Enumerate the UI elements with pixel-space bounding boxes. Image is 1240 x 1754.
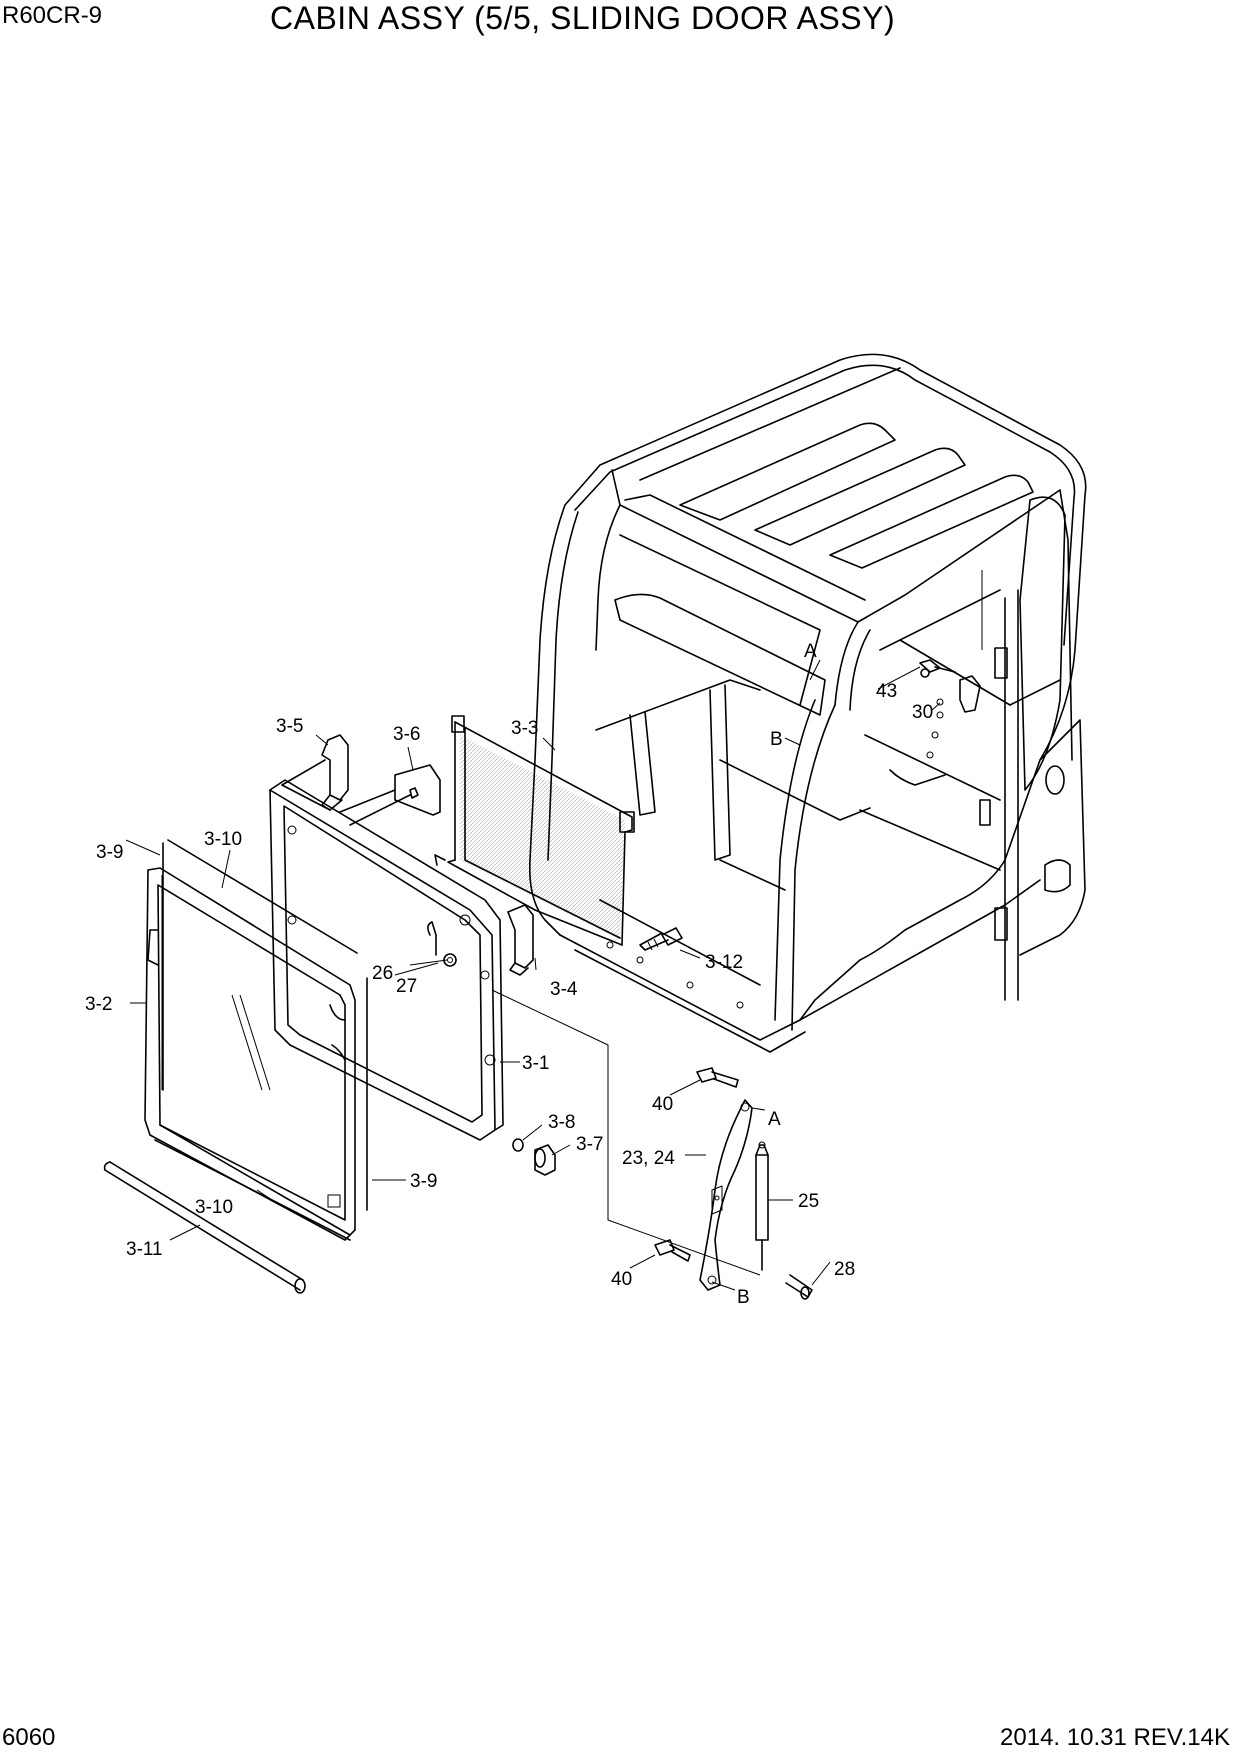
callout-3-8: 3-8 bbox=[548, 1112, 575, 1133]
callout-A-cabin: A bbox=[804, 641, 817, 662]
callout-26: 26 bbox=[372, 963, 393, 984]
callout-27: 27 bbox=[396, 976, 417, 997]
callout-3-7: 3-7 bbox=[576, 1134, 603, 1155]
callout-3-9-top: 3-9 bbox=[96, 842, 123, 863]
cabin-frame bbox=[528, 353, 1087, 1053]
callout-30: 30 bbox=[912, 702, 933, 723]
callout-3-3: 3-3 bbox=[511, 718, 538, 739]
callout-3-4: 3-4 bbox=[550, 979, 578, 1000]
page-title: CABIN ASSY (5/5, SLIDING DOOR ASSY) bbox=[270, 0, 896, 36]
door-glass-part bbox=[144, 867, 356, 1241]
callout-labels: 3-5 3-6 3-3 3-9 3-10 3-2 26 27 3-4 3-12 … bbox=[85, 641, 933, 1308]
callout-28: 28 bbox=[834, 1259, 855, 1280]
leader-lines bbox=[125, 570, 983, 1291]
revision-info: 2014. 10.31 REV.14K bbox=[1000, 1724, 1230, 1751]
callout-23-24: 23, 24 bbox=[622, 1148, 675, 1169]
callout-B-bracket: B bbox=[737, 1287, 750, 1308]
callout-3-9-bottom: 3-9 bbox=[410, 1171, 437, 1192]
cabin-bolts-43-30 bbox=[919, 659, 981, 713]
gas-spring-bracket bbox=[654, 1067, 813, 1300]
callout-40-top: 40 bbox=[652, 1094, 673, 1115]
callout-3-11: 3-11 bbox=[126, 1239, 163, 1260]
mesh-screen-part bbox=[434, 715, 635, 946]
callout-3-10-top: 3-10 bbox=[204, 829, 242, 850]
callout-3-12: 3-12 bbox=[705, 952, 743, 973]
callout-3-2: 3-2 bbox=[85, 994, 112, 1015]
callout-43: 43 bbox=[876, 681, 897, 702]
seal-strips bbox=[103, 839, 368, 1294]
handle-3-5 bbox=[281, 734, 349, 811]
callout-3-1: 3-1 bbox=[522, 1053, 549, 1074]
callout-B-cabin: B bbox=[770, 729, 783, 750]
callout-25: 25 bbox=[798, 1191, 819, 1212]
callout-40-bottom: 40 bbox=[611, 1269, 632, 1290]
page-number: 6060 bbox=[2, 1724, 56, 1751]
door-frame-part bbox=[269, 779, 504, 1141]
callout-3-10-bottom: 3-10 bbox=[195, 1197, 233, 1218]
mirror-3-6 bbox=[339, 764, 441, 826]
callout-A-bracket: A bbox=[768, 1109, 781, 1130]
handle-3-4 bbox=[507, 904, 534, 976]
callout-3-5: 3-5 bbox=[276, 716, 303, 737]
bolt-3-12 bbox=[639, 927, 683, 951]
model-number: R60CR-9 bbox=[2, 2, 103, 29]
callout-3-6: 3-6 bbox=[393, 724, 420, 745]
